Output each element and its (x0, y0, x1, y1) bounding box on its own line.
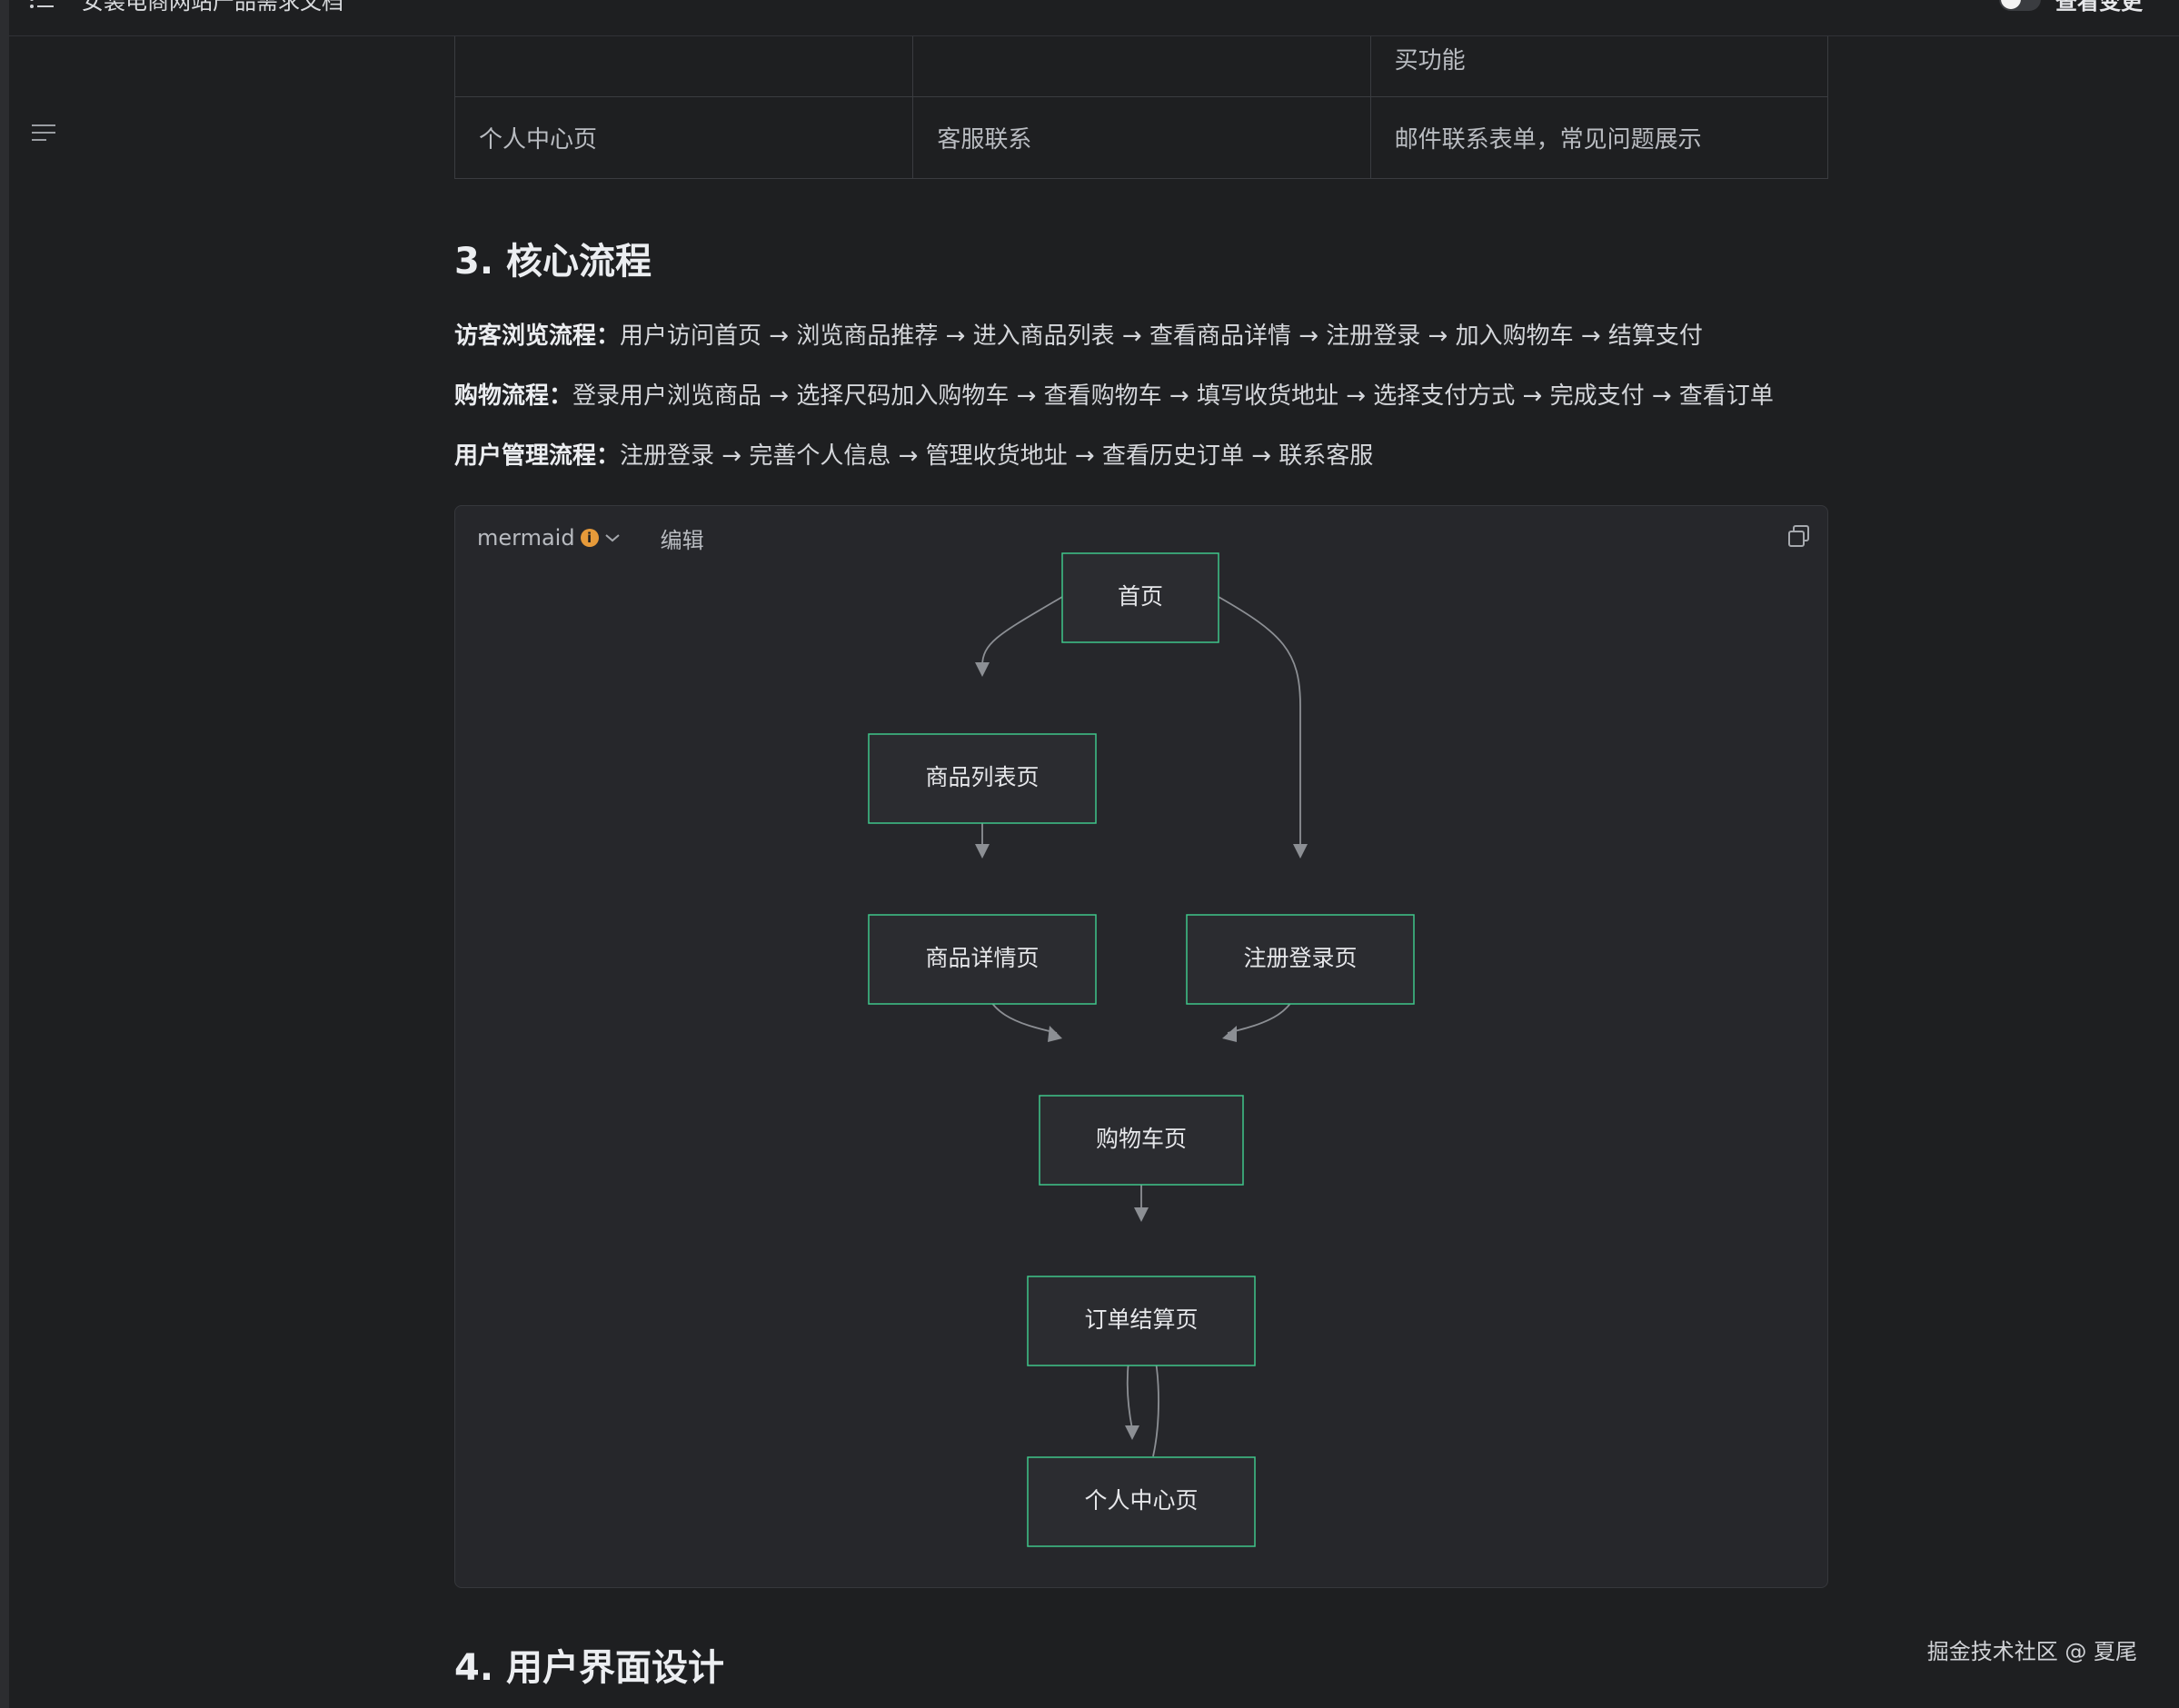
menu-icon[interactable] (29, 0, 56, 15)
node-label: 商品详情页 (925, 945, 1039, 971)
info-icon[interactable]: i (580, 529, 599, 547)
table-cell: 客服联系 (912, 97, 1369, 178)
table-row: 个人中心页 客服联系 邮件联系表单，常见问题展示 (455, 96, 1827, 178)
mermaid-code-block: mermaid i 编辑 (454, 505, 1828, 1588)
toggle-knob (2001, 0, 2021, 9)
arrow-head (1134, 1207, 1149, 1222)
top-bar: 女装电商网站产品需求文档 查看变更 (9, 0, 2179, 36)
table-cell: 买功能 (1369, 36, 1827, 96)
table-cell (455, 36, 912, 96)
node-login: 注册登录页 (1186, 914, 1415, 1005)
flow-label: 购物流程： (454, 382, 573, 410)
view-changes-label[interactable]: 查看变更 (2055, 0, 2143, 15)
edge-home-list (981, 596, 1063, 667)
arrow-head (1125, 1425, 1139, 1440)
edge-home-login (1218, 596, 1301, 846)
arrow-head (1048, 1026, 1062, 1042)
feature-table: 买功能 个人中心页 客服联系 邮件联系表单，常见问题展示 (454, 36, 1828, 179)
section-heading: 3. 核心流程 (454, 241, 652, 283)
node-label: 购物车页 (1096, 1126, 1187, 1152)
edit-button[interactable]: 编辑 (660, 527, 704, 553)
arrow-head (975, 662, 990, 677)
chevron-down-icon[interactable] (604, 532, 621, 543)
flow-paragraph: 用户管理流程：注册登录 → 完善个人信息 → 管理收货地址 → 查看历史订单 →… (454, 444, 1373, 468)
flow-paragraph: 购物流程：登录用户浏览商品 → 选择尺码加入购物车 → 查看购物车 → 填写收货… (454, 384, 1774, 408)
arrow-head (1222, 1026, 1237, 1042)
flow-paragraph: 访客浏览流程：用户访问首页 → 浏览商品推荐 → 进入商品列表 → 查看商品详情… (454, 324, 1703, 348)
table-cell: 个人中心页 (479, 126, 598, 154)
window-edge (0, 0, 9, 1708)
node-checkout: 订单结算页 (1027, 1276, 1256, 1366)
node-label: 订单结算页 (1084, 1306, 1198, 1333)
language-label[interactable]: mermaid (477, 525, 575, 551)
table-cell (912, 36, 1369, 96)
flow-text: 用户访问首页 → 浏览商品推荐 → 进入商品列表 → 查看商品详情 → 注册登录… (620, 323, 1703, 350)
view-changes-toggle[interactable] (1999, 0, 2041, 11)
node-label: 注册登录页 (1243, 945, 1357, 971)
section-heading: 4. 用户界面设计 (454, 1647, 724, 1689)
watermark: 掘金技术社区 @ 夏尾 (1926, 1639, 2137, 1664)
node-product-detail: 商品详情页 (868, 914, 1097, 1005)
copy-icon[interactable] (1787, 524, 1811, 548)
node-cart: 购物车页 (1039, 1095, 1244, 1186)
outline-icon[interactable] (31, 122, 58, 144)
flow-label: 访客浏览流程： (454, 323, 621, 350)
arrow-head (1293, 844, 1308, 859)
flow-text: 登录用户浏览商品 → 选择尺码加入购物车 → 查看购物车 → 填写收货地址 → … (572, 382, 1774, 410)
flow-label: 用户管理流程： (454, 442, 621, 470)
document-title: 女装电商网站产品需求文档 (82, 0, 343, 15)
arrow-head (975, 844, 990, 859)
node-profile: 个人中心页 (1027, 1456, 1256, 1547)
node-label: 商品列表页 (925, 764, 1039, 790)
table-cell: 邮件联系表单，常见问题展示 (1369, 97, 1827, 178)
node-home: 首页 (1061, 552, 1219, 643)
flow-text: 注册登录 → 完善个人信息 → 管理收货地址 → 查看历史订单 → 联系客服 (620, 442, 1374, 470)
node-label: 首页 (1118, 583, 1163, 610)
node-label: 个人中心页 (1084, 1487, 1198, 1514)
flowchart-diagram: 首页 商品列表页 商品详情页 注册登录页 购物车页 (868, 552, 1415, 1547)
code-block-header: mermaid i 编辑 (477, 524, 704, 553)
node-product-list: 商品列表页 (868, 733, 1097, 824)
table-row: 买功能 (455, 36, 1827, 96)
